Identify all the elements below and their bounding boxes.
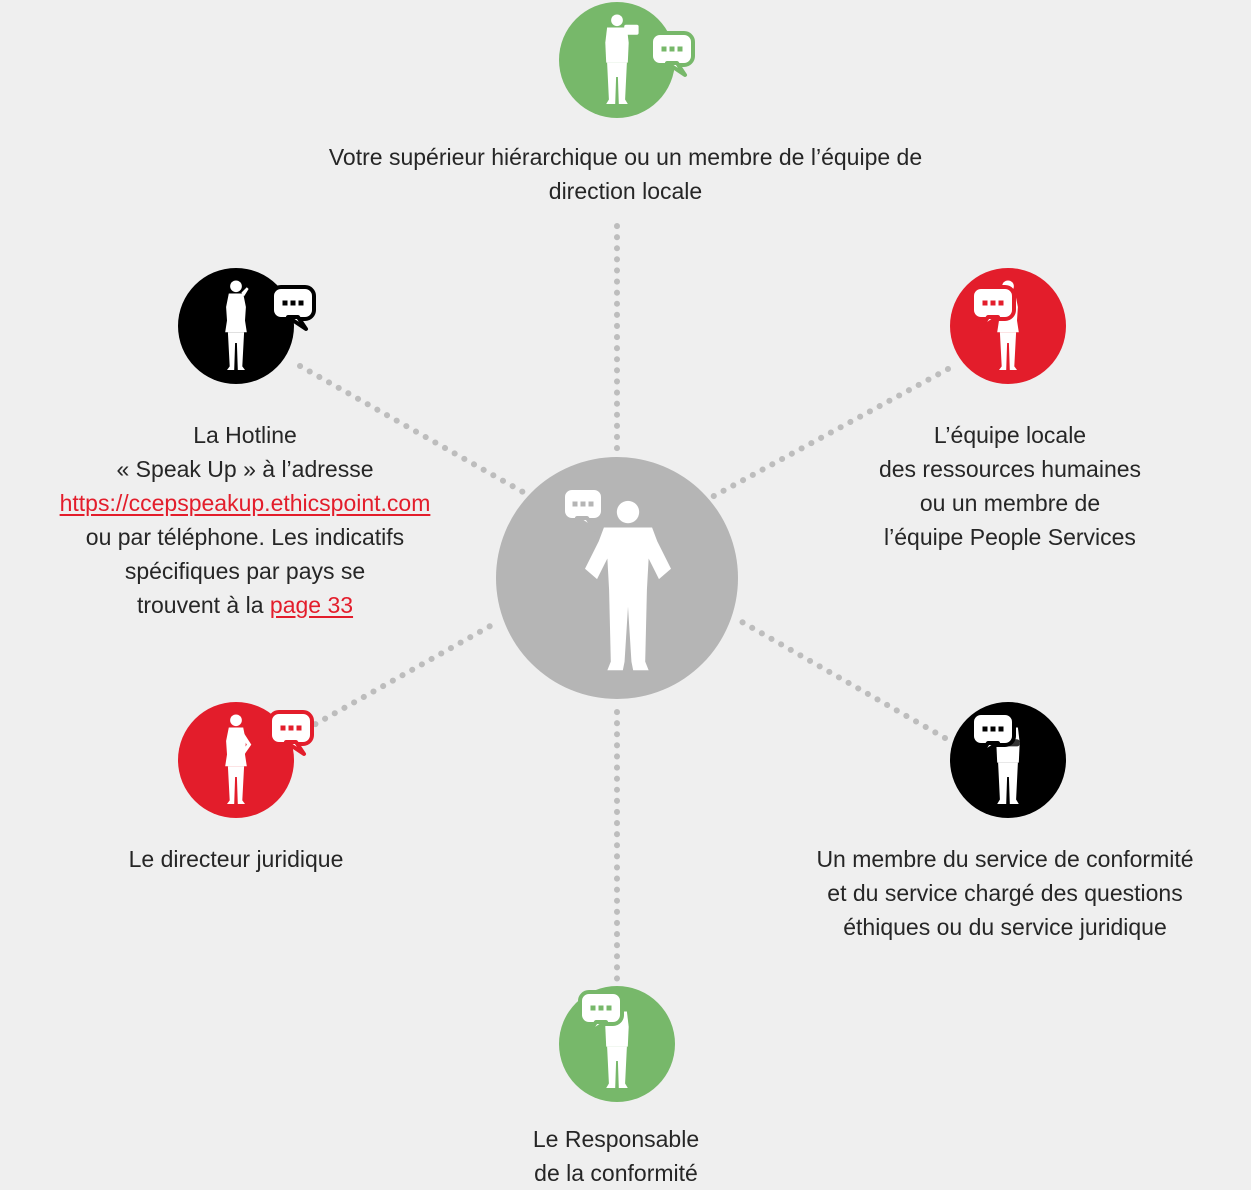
connector-legal-director <box>293 622 495 738</box>
label-line: trouvent à la page 33 <box>0 588 490 622</box>
node-compliance-officer <box>559 986 675 1102</box>
connector-compliance-ethics-legal <box>739 619 948 741</box>
connector-hr <box>709 366 951 500</box>
label-line: Un membre du service de conformité <box>816 846 1194 872</box>
label-line: éthiques ou du service juridique <box>843 914 1167 940</box>
label-compliance-ethics-legal: Un membre du service de conformité et du… <box>760 842 1250 944</box>
label-line: spécifiques par pays se <box>124 558 366 584</box>
label-line: « Speak Up » à l’adresse <box>116 456 374 482</box>
person-with-camera-icon <box>605 14 639 104</box>
person-hands-on-hips-icon <box>585 500 671 671</box>
label-line: L’équipe locale <box>933 422 1087 448</box>
connector-hotline <box>297 363 533 499</box>
speech-bubble-icon <box>970 711 1016 757</box>
woman-hand-on-hip-icon <box>225 714 252 804</box>
label-line: de la conformité <box>534 1160 698 1186</box>
label-line: et du service chargé des questions <box>827 880 1183 906</box>
speech-bubble-icon <box>268 710 314 756</box>
node-hotline <box>178 268 316 384</box>
page-33-link[interactable]: page 33 <box>269 592 354 618</box>
label-line: des ressources humaines <box>878 456 1142 482</box>
label-legal-director: Le directeur juridique <box>36 842 436 876</box>
label-line: l’équipe People Services <box>884 524 1136 550</box>
node-manager <box>559 2 695 118</box>
speech-bubble-icon <box>270 285 316 331</box>
label-hr: L’équipe locale des ressources humaines … <box>800 418 1220 554</box>
connectors <box>293 223 951 985</box>
label-line: Le Responsable <box>532 1126 700 1152</box>
label-line: Le directeur juridique <box>128 846 344 872</box>
woman-on-phone-icon <box>225 280 249 370</box>
speech-bubble-icon <box>970 285 1016 331</box>
label-text: trouvent à la <box>136 592 270 618</box>
hotline-url-link[interactable]: https://ccepspeakup.ethicspoint.com <box>59 490 431 516</box>
label-line: direction locale <box>548 178 703 204</box>
node-compliance-ethics-legal <box>950 702 1066 818</box>
center-node <box>496 457 738 699</box>
label-hotline: La Hotline « Speak Up » à l’adresse http… <box>0 418 490 622</box>
node-hr <box>950 268 1066 384</box>
speech-bubble-icon <box>649 31 695 77</box>
node-legal-director <box>178 702 314 818</box>
speech-bubble-icon <box>578 990 624 1036</box>
label-line: Votre supérieur hiérarchique ou un membr… <box>328 144 923 170</box>
speech-bubble-icon <box>561 486 605 532</box>
label-compliance-officer: Le Responsable de la conformité <box>416 1122 816 1190</box>
label-manager: Votre supérieur hiérarchique ou un membr… <box>0 140 1251 208</box>
label-line: ou par téléphone. Les indicatifs <box>85 524 405 550</box>
label-line: ou un membre de <box>919 490 1101 516</box>
label-line: La Hotline <box>193 422 297 448</box>
